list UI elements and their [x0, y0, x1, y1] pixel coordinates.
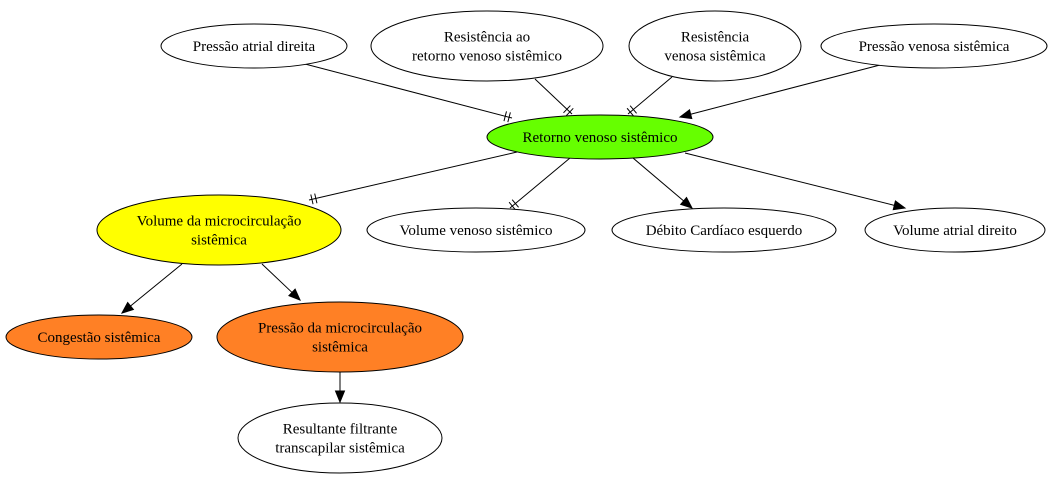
node-ellipse	[628, 10, 802, 82]
node-cs: Congestão sistêmica	[5, 314, 193, 360]
node-vmc: Volume da microcirculação sistêmica	[96, 194, 342, 266]
node-ellipse	[366, 207, 586, 253]
node-label: Resultante filtrante	[283, 422, 398, 438]
tee-mark	[566, 107, 574, 116]
edge-line	[509, 157, 571, 209]
edge-vmc-to-pmc	[261, 263, 301, 301]
arrowhead	[678, 109, 693, 120]
node-label: Volume atrial direito	[893, 223, 1017, 239]
edge-rv-to-vad	[684, 152, 907, 211]
node-ellipse	[486, 114, 714, 160]
node-ellipse	[237, 402, 443, 474]
edge-rvs-to-rv	[626, 76, 673, 117]
node-label: Débito Cardíaco esquerdo	[646, 223, 803, 239]
tee-mark	[507, 112, 511, 123]
node-rft: Resultante filtrante transcapilar sistêmi…	[237, 402, 443, 474]
arrowhead	[120, 301, 135, 314]
edge-line	[690, 64, 881, 115]
nodes: Pressão atrial direita Resistência ao reto…	[5, 10, 1048, 474]
arrowhead	[679, 196, 694, 209]
edge-line	[130, 263, 183, 307]
tee-mark	[503, 111, 507, 122]
node-ellipse	[370, 10, 604, 82]
node-vvs: Volume venoso sistêmico	[366, 207, 586, 253]
node-pmc: Pressão da microcirculação sistêmica	[216, 301, 464, 373]
node-label: Volume da microcirculação	[137, 214, 302, 230]
node-ellipse	[864, 207, 1046, 253]
node-ellipse	[216, 301, 464, 373]
edge-line	[534, 78, 573, 115]
node-label: Retorno venoso sistêmico	[523, 130, 678, 146]
node-label: Pressão atrial direita	[193, 39, 316, 55]
edge-rv-to-vmc	[308, 151, 518, 205]
node-label: retorno venoso sistêmico	[412, 49, 562, 65]
node-ellipse	[820, 23, 1048, 69]
node-rv: Retorno venoso sistêmico	[486, 114, 714, 160]
edge-line	[304, 63, 513, 119]
node-label: venosa sistêmica	[664, 49, 766, 65]
edge-line	[308, 151, 518, 201]
node-label: sistêmica	[191, 233, 247, 249]
edge-pad-to-rv	[304, 63, 513, 123]
edge-line	[684, 152, 895, 206]
arrowhead	[288, 288, 301, 301]
edge-rv-to-vvs	[508, 157, 571, 211]
edge-pmc-to-rft	[334, 372, 346, 404]
node-label: Resistência ao	[444, 30, 530, 46]
tee-mark	[563, 105, 571, 114]
tee-mark	[314, 193, 318, 204]
node-pvs: Pressão venosa sistêmica	[820, 23, 1048, 69]
node-label: Volume venoso sistêmico	[399, 223, 552, 239]
edge-vmc-to-cs	[120, 263, 183, 314]
node-label: Pressão da microcirculação	[258, 321, 422, 337]
tee-mark	[508, 201, 516, 211]
node-ellipse	[611, 207, 837, 253]
node-pad: Pressão atrial direita	[160, 23, 348, 69]
tee-mark	[310, 194, 314, 205]
edge-line	[632, 157, 684, 202]
node-ellipse	[96, 194, 342, 266]
edge-rv-to-dce	[632, 157, 694, 209]
edge-line	[261, 263, 293, 293]
node-vad: Volume atrial direito	[864, 207, 1046, 253]
tee-mark	[626, 107, 634, 117]
node-rvs: Resistência venosa sistêmica	[628, 10, 802, 82]
node-label: transcapilar sistêmica	[275, 441, 405, 457]
node-ellipse	[160, 23, 348, 69]
edge-line	[627, 76, 673, 115]
node-label: Congestão sistêmica	[38, 330, 161, 346]
arrowhead	[892, 200, 907, 211]
node-dce: Débito Cardíaco esquerdo	[611, 207, 837, 253]
edge-pvs-to-rv	[678, 64, 881, 120]
node-label: Resistência	[681, 30, 750, 46]
arrowhead	[334, 390, 346, 404]
tee-mark	[629, 105, 637, 114]
node-rrvs: Resistência ao retorno venoso sistêmico	[370, 10, 604, 82]
edge-rrvs-to-rv	[534, 78, 574, 116]
edges	[120, 63, 907, 404]
node-label: sistêmica	[312, 340, 368, 356]
node-ellipse	[5, 314, 193, 360]
tee-mark	[511, 199, 519, 208]
node-label: Pressão venosa sistêmica	[859, 39, 1010, 55]
